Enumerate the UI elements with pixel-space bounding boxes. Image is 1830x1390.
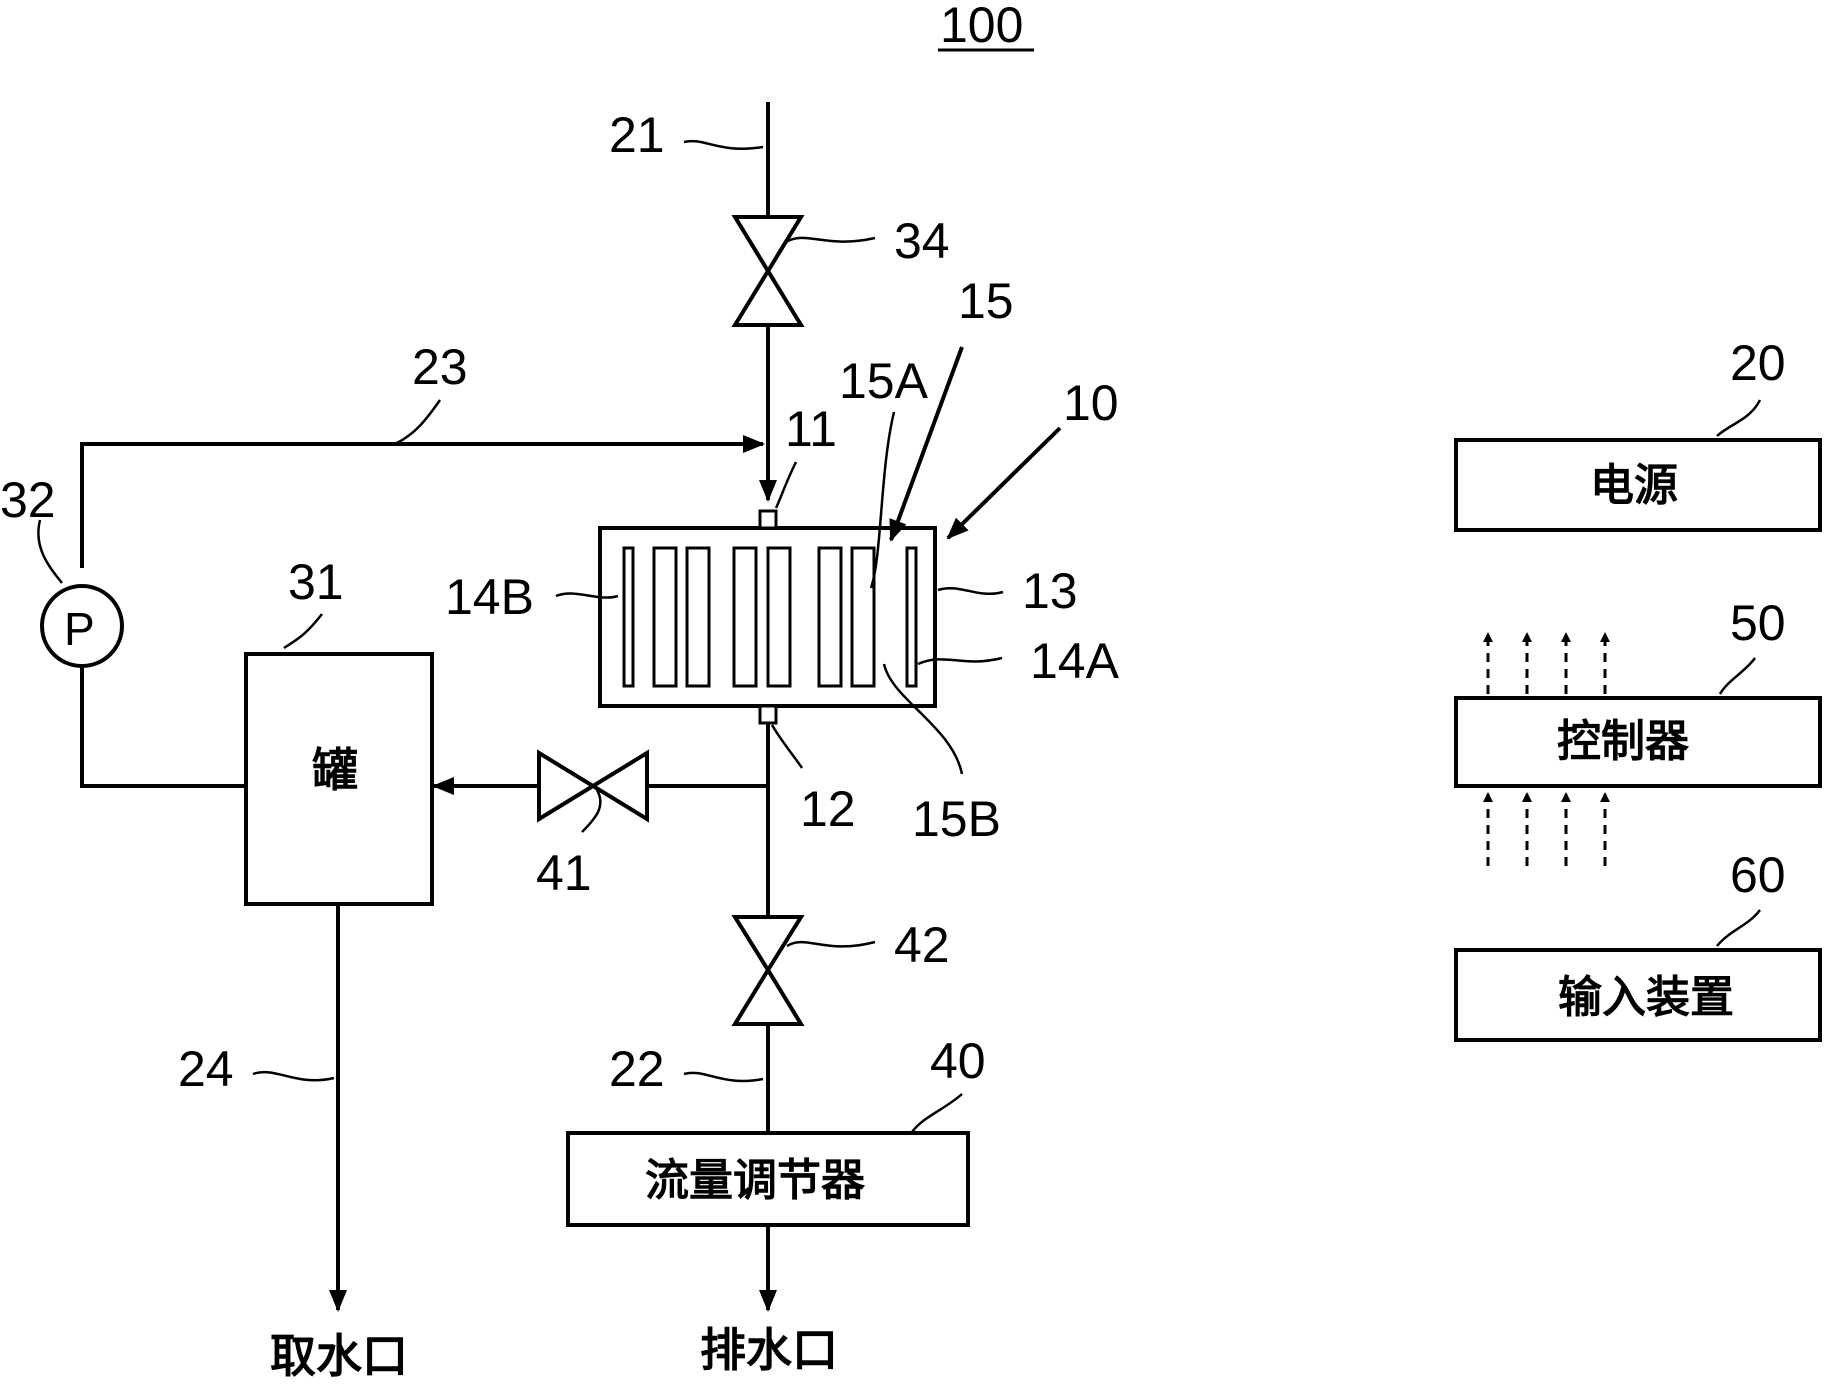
pump-symbol: P <box>64 603 95 655</box>
leader-42 <box>786 940 876 948</box>
label-50: 50 <box>1730 595 1786 651</box>
label-34: 34 <box>894 213 950 269</box>
leader-60 <box>1716 909 1761 947</box>
leader-14b <box>555 592 619 599</box>
leader-31 <box>283 613 323 650</box>
label-14a: 14A <box>1030 633 1120 689</box>
flow-regulator-label: 流量调节器 <box>645 1155 866 1206</box>
label-10: 10 <box>1063 375 1119 431</box>
electrode-plates <box>622 546 918 688</box>
leader-13 <box>937 586 1004 596</box>
leader-23 <box>396 399 442 445</box>
tank-valve <box>537 749 649 823</box>
return-pipe <box>80 435 765 568</box>
label-14b: 14B <box>445 569 534 625</box>
label-20: 20 <box>1730 335 1786 391</box>
pump: P <box>40 584 124 668</box>
cell-outlet-port <box>758 704 778 725</box>
leader-14a <box>917 656 1003 666</box>
label-11: 11 <box>785 401 837 457</box>
label-15a: 15A <box>839 353 929 409</box>
leader-10 <box>946 426 1062 540</box>
leader-32 <box>37 519 63 584</box>
leader-41 <box>581 789 602 833</box>
cell-inlet-port <box>758 509 778 530</box>
input-device-block <box>1454 948 1822 1042</box>
tank-to-pump-pipe <box>80 666 246 788</box>
label-23: 23 <box>412 339 468 395</box>
leader-11 <box>774 461 798 509</box>
label-40: 40 <box>930 1033 986 1089</box>
leader-40 <box>911 1093 963 1133</box>
intake-outlet-label: 取水口 <box>270 1329 408 1383</box>
label-15: 15 <box>958 273 1014 329</box>
label-41: 41 <box>536 845 592 901</box>
drain-valve <box>731 915 805 1026</box>
leader-24 <box>252 1070 335 1082</box>
label-15b: 15B <box>912 791 1001 847</box>
leader-15 <box>889 346 964 542</box>
label-12: 12 <box>800 781 856 837</box>
controller-block <box>1454 696 1822 788</box>
label-24: 24 <box>178 1041 234 1097</box>
controller-output-signals <box>1483 632 1610 694</box>
label-32: 32 <box>0 472 56 528</box>
leader-20 <box>1716 399 1762 437</box>
leader-15b <box>882 663 964 775</box>
leader-15a <box>869 411 896 589</box>
leader-12 <box>770 724 804 769</box>
leader-34 <box>785 236 876 244</box>
leader-21 <box>683 139 764 150</box>
label-21: 21 <box>609 107 665 163</box>
label-60: 60 <box>1730 847 1786 903</box>
controller-input-signals <box>1483 792 1610 866</box>
label-31: 31 <box>288 554 344 610</box>
controller-label: 控制器 <box>1557 716 1690 767</box>
label-22: 22 <box>609 1041 665 1097</box>
electrolysis-cell <box>598 509 937 725</box>
power-label: 电源 <box>1590 460 1678 511</box>
power-block <box>1454 438 1822 532</box>
drain-outlet-label: 排水口 <box>700 1323 838 1377</box>
figure-ref-label: 100 <box>940 0 1023 53</box>
leader-50 <box>1718 657 1757 695</box>
input-device-label: 输入装置 <box>1558 972 1734 1023</box>
tank-label: 罐 <box>312 743 358 797</box>
leader-22 <box>683 1071 764 1083</box>
label-42: 42 <box>894 917 950 973</box>
inlet-valve <box>731 215 805 327</box>
label-13: 13 <box>1022 563 1078 619</box>
